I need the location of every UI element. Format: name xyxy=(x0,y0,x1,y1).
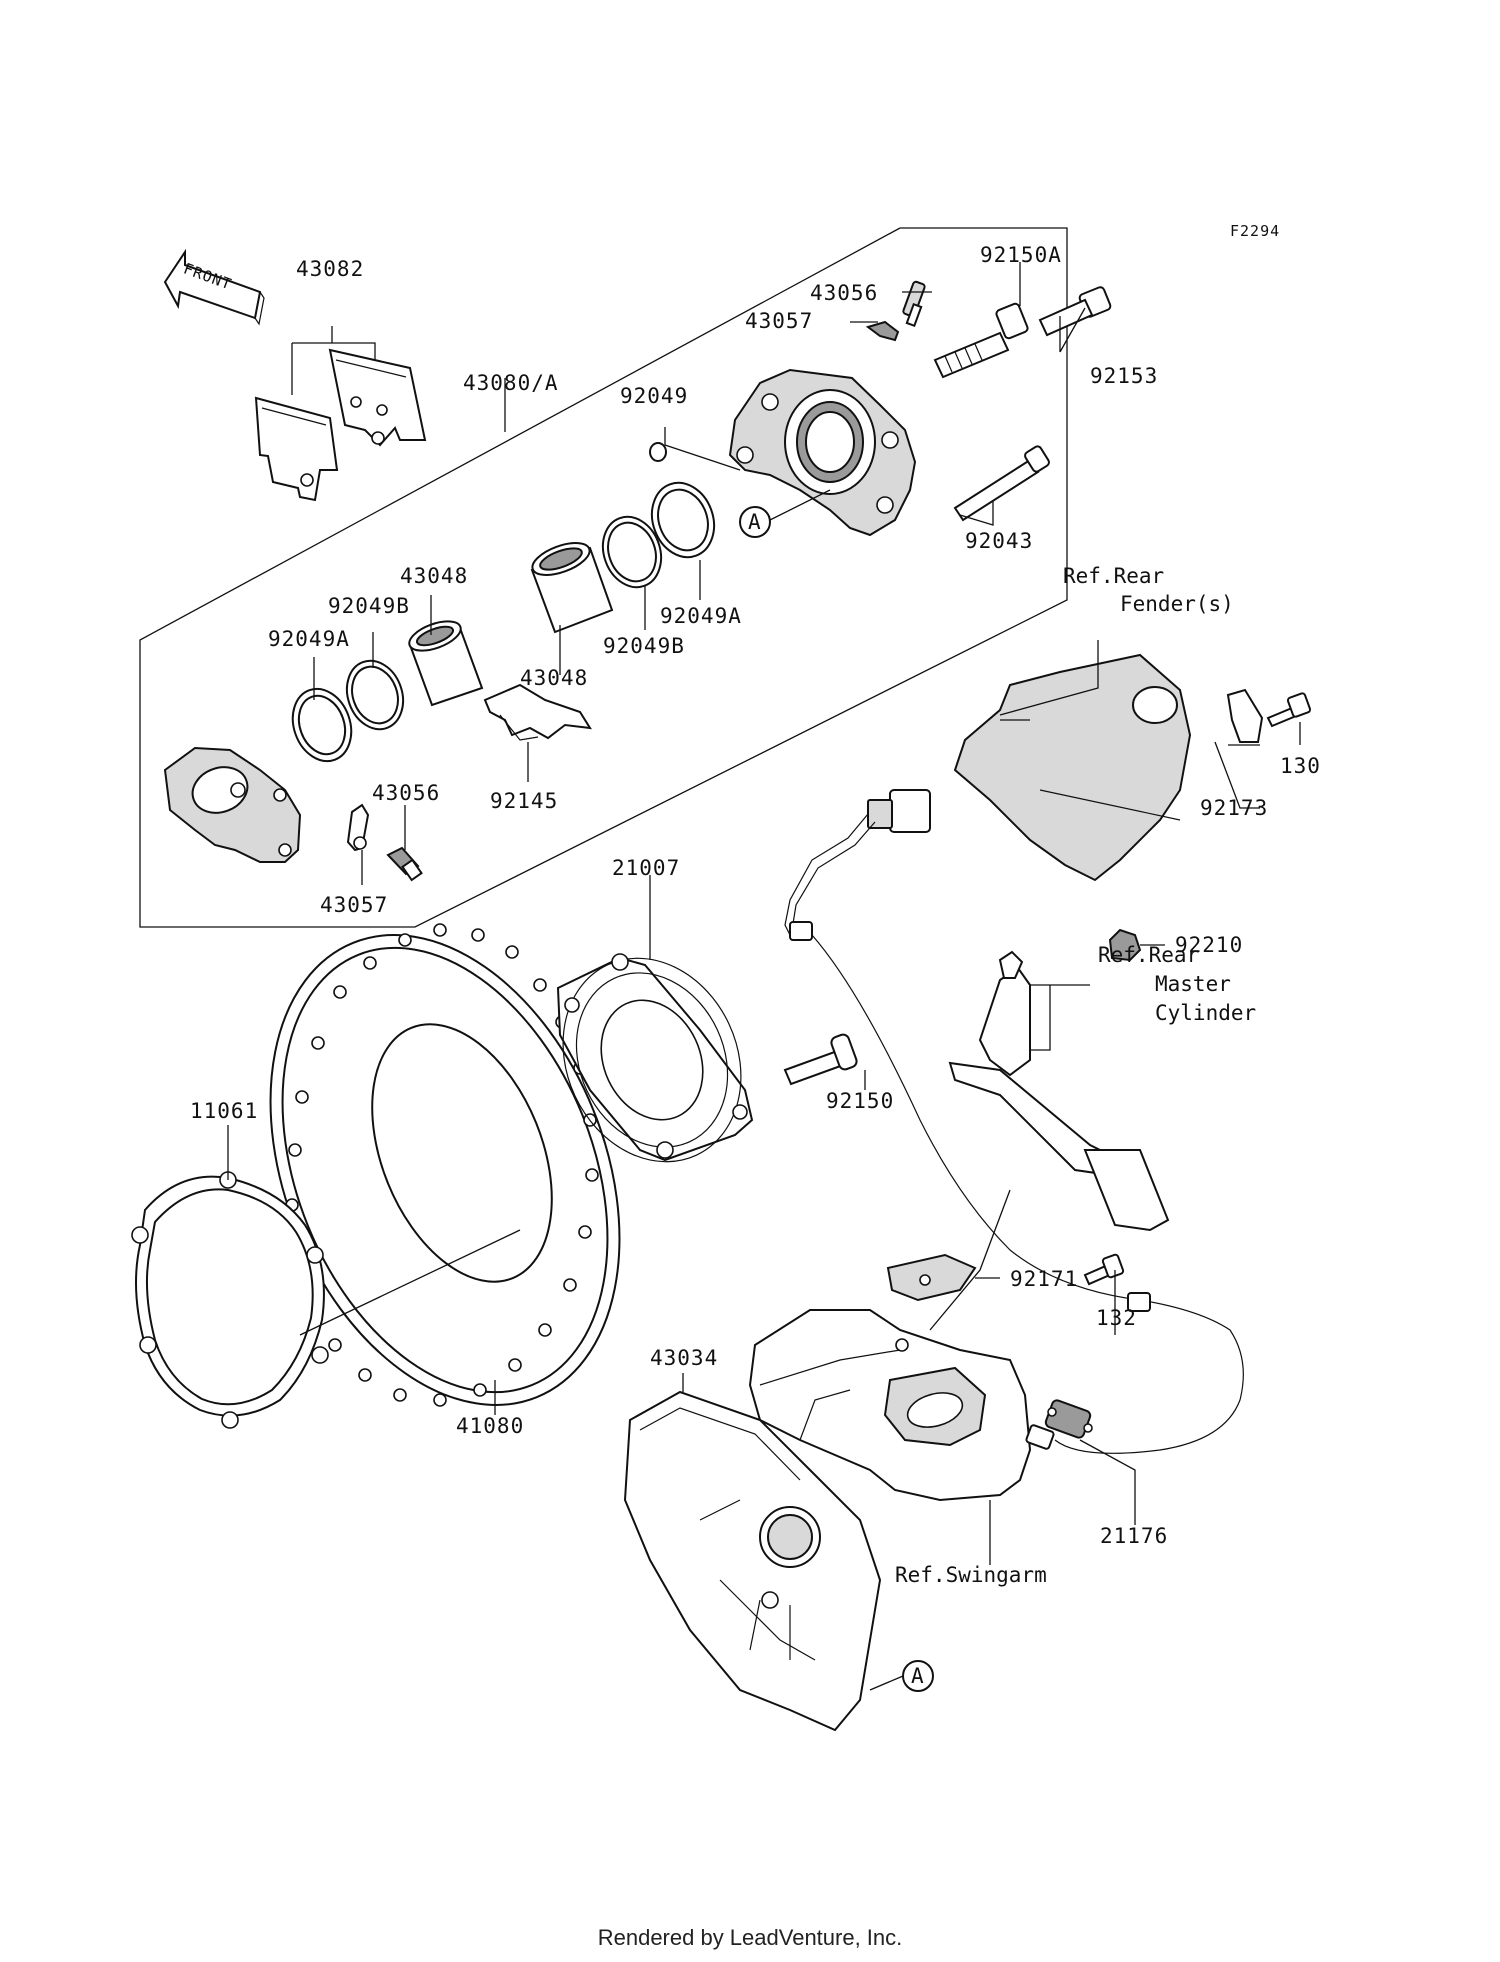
o-ring-92049 xyxy=(649,442,667,462)
piston-43048-upper xyxy=(530,542,614,634)
bolt-92150a xyxy=(933,302,1029,379)
callout-43048-lower: 43048 xyxy=(520,666,588,690)
rear-fender-ref xyxy=(953,653,1192,882)
callout-43048-upper: 43048 xyxy=(400,564,468,588)
brake-disc xyxy=(269,923,621,1407)
callout-21007: 21007 xyxy=(612,856,680,880)
callout-21176: 21176 xyxy=(1100,1524,1168,1548)
callout-92150a: 92150A xyxy=(980,243,1062,267)
bolt-92153 xyxy=(1038,286,1112,337)
bolt-130 xyxy=(1266,692,1312,728)
callout-92043: 92043 xyxy=(965,529,1033,553)
bleeder-cap-lower xyxy=(346,803,370,852)
pad-spring-92145 xyxy=(483,683,592,741)
callout-43056-upper: 43056 xyxy=(810,281,878,305)
caliper-bracket-43034 xyxy=(623,1390,882,1732)
callout-43080a: 43080/A xyxy=(463,371,559,395)
caliper-body-lower xyxy=(163,746,302,863)
callout-92153: 92153 xyxy=(1090,364,1158,388)
reference-a-circle-1 xyxy=(739,506,771,538)
reference-a-label-1: A xyxy=(748,510,762,534)
seal-92049a-lower xyxy=(291,687,353,763)
bolt-132 xyxy=(1083,1253,1125,1286)
callout-92150: 92150 xyxy=(826,1089,894,1113)
callout-92171: 92171 xyxy=(1010,1267,1078,1291)
front-arrow: FRONT xyxy=(163,248,265,326)
callout-43056-lower: 43056 xyxy=(372,781,440,805)
clamp-92210 xyxy=(1108,928,1142,962)
bleeder-valve-upper xyxy=(902,280,926,328)
caliper-assembly-outline xyxy=(139,227,1068,928)
clamp-92171 xyxy=(886,1253,977,1302)
brake-pedal-ref xyxy=(948,950,1170,1232)
bleeder-valve-lower xyxy=(386,846,423,882)
callout-132: 132 xyxy=(1096,1306,1137,1330)
seal-92049b-upper xyxy=(601,515,663,589)
ref-master-cylinder-line3: Cylinder xyxy=(1155,1001,1256,1025)
callout-92049a-lower: 92049A xyxy=(268,627,350,651)
disc-vent-holes xyxy=(285,923,599,1407)
callout-92049: 92049 xyxy=(620,384,688,408)
callout-41080: 41080 xyxy=(456,1414,524,1438)
gasket-11061 xyxy=(131,1171,329,1429)
callout-92049b-upper: 92049B xyxy=(328,594,410,618)
clamp-92173 xyxy=(1226,688,1264,743)
footer-credit: Rendered by LeadVenture, Inc. xyxy=(597,1925,903,1950)
swingarm-ref xyxy=(748,1309,1032,1502)
bleeder-cap-upper xyxy=(865,320,900,342)
ref-rear-fender-line2: Fender(s) xyxy=(1120,592,1234,616)
reference-a-label-2: A xyxy=(911,1664,925,1688)
callout-130: 130 xyxy=(1280,754,1321,778)
abs-sensor-rotor xyxy=(556,953,754,1163)
piston-43048-lower xyxy=(408,620,484,707)
ref-swingarm: Ref.Swingarm xyxy=(895,1563,1047,1587)
callout-11061: 11061 xyxy=(190,1099,258,1123)
brake-pads xyxy=(254,348,427,502)
bolt-92150 xyxy=(783,1033,858,1086)
abs-wheel-sensor xyxy=(1025,1399,1093,1450)
seal-92049a-upper xyxy=(650,481,716,559)
callout-43057-upper: 43057 xyxy=(745,309,813,333)
callout-43057-lower: 43057 xyxy=(320,893,388,917)
pin-92043 xyxy=(953,445,1050,522)
figure-code: F2294 xyxy=(1230,222,1280,240)
leader-lines xyxy=(227,262,1301,1691)
callout-43082: 43082 xyxy=(296,257,364,281)
callout-92049b-lower: 92049B xyxy=(603,634,685,658)
ref-rear-fender-line1: Ref.Rear xyxy=(1063,564,1164,588)
ref-master-cylinder-line1: Ref.Rear xyxy=(1098,943,1199,967)
callout-92049a-upper: 92049A xyxy=(660,604,742,628)
callout-92173: 92173 xyxy=(1200,796,1268,820)
seal-92049b-lower xyxy=(345,659,405,731)
caliper-body xyxy=(728,368,917,537)
callout-92210: 92210 xyxy=(1175,933,1243,957)
callout-43034: 43034 xyxy=(650,1346,718,1370)
callout-92145: 92145 xyxy=(490,789,558,813)
abs-sensor-lead xyxy=(784,789,1244,1454)
ref-master-cylinder-line2: Master xyxy=(1155,972,1231,996)
